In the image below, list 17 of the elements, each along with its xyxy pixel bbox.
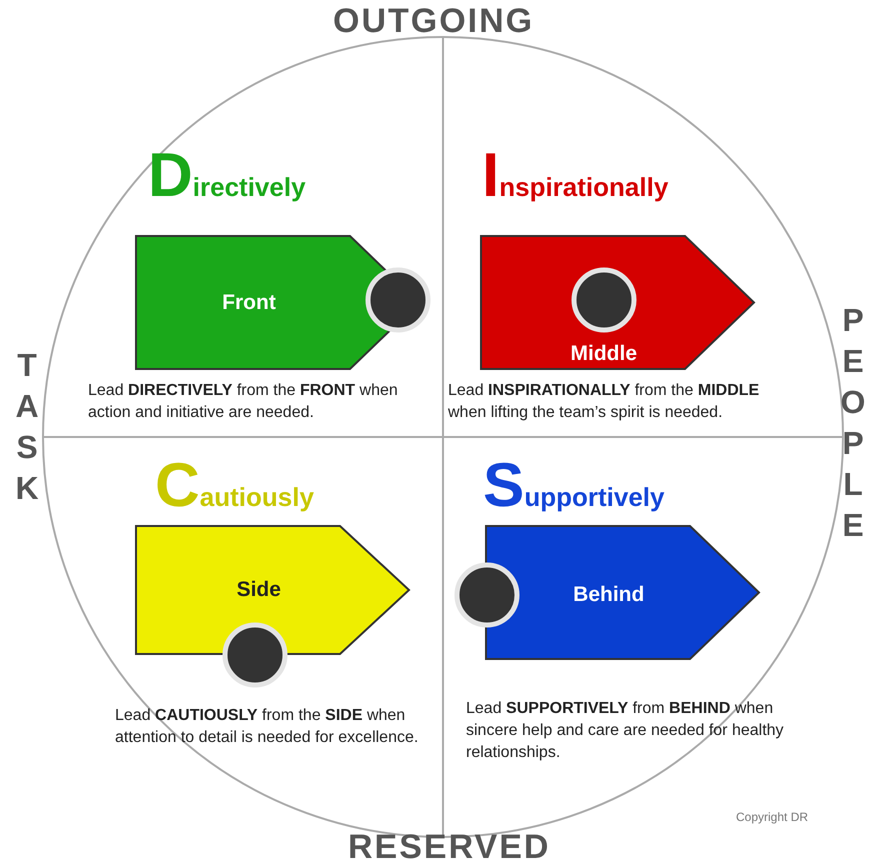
- copyright-note: Copyright DR: [736, 809, 808, 826]
- style-heading: Inspirationally: [482, 145, 668, 207]
- position-label: Behind: [573, 583, 644, 608]
- style-heading: Supportively: [483, 455, 664, 517]
- position-label: Middle: [570, 342, 637, 366]
- style-heading: Cautiously: [155, 455, 314, 517]
- axis-label: OUTGOING: [333, 2, 534, 41]
- position-label: Front: [222, 290, 276, 314]
- description-text: Lead SUPPORTIVELY from BEHIND when sincere help and care are needed for healthy relationships.: [466, 699, 785, 763]
- axis-label: TASK: [14, 346, 40, 508]
- axis-label: PEOPLE: [840, 301, 866, 545]
- position-label: Side: [236, 578, 281, 602]
- description-text: Lead CAUTIOUSLY from the SIDE when attention to detail is needed for excellence.: [115, 706, 420, 748]
- description-text: Lead INSPIRATIONALLY from the MIDDLE when lifting the team’s spirit is needed.: [448, 381, 760, 423]
- axis-label: RESERVED: [348, 828, 550, 865]
- style-heading: Directively: [148, 145, 306, 207]
- description-text: Lead DIRECTIVELY from the FRONT when action and initiative are needed.: [88, 381, 399, 423]
